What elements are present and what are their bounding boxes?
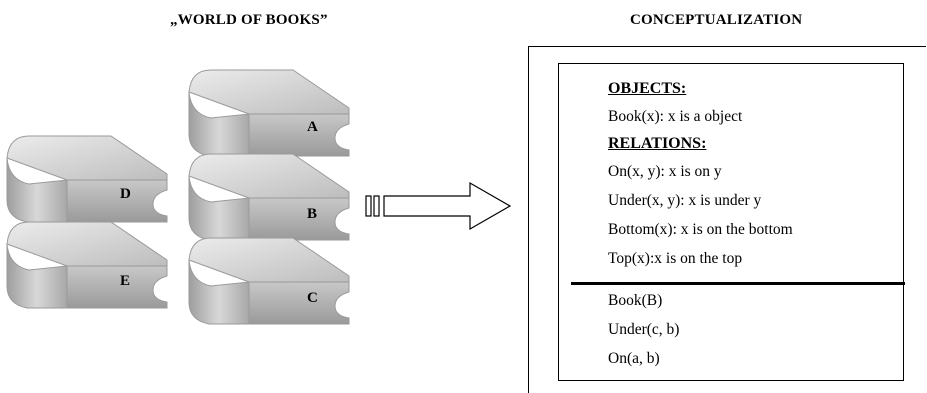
book-c-shape xyxy=(188,237,350,325)
object-definition: Book(x): x is a object xyxy=(608,108,743,125)
book-e-label: E xyxy=(120,273,131,289)
conceptualization-frame xyxy=(528,46,926,393)
book-d-label: D xyxy=(120,186,131,202)
fact-under-c-b: Under(c, b) xyxy=(608,321,680,338)
relations-heading: RELATIONS: xyxy=(608,135,707,152)
book-e: E xyxy=(6,221,168,309)
book-d-shape xyxy=(6,135,168,223)
book-e-shape xyxy=(6,221,168,309)
book-d: D xyxy=(6,135,168,223)
section-divider xyxy=(571,282,905,285)
relation-bottom: Bottom(x): x is on the bottom xyxy=(608,221,793,238)
fact-on-a-b: On(a, b) xyxy=(608,350,660,367)
book-a-label: A xyxy=(307,119,318,135)
objects-heading: OBJECTS: xyxy=(608,80,687,97)
fact-book-b: Book(B) xyxy=(608,292,663,309)
book-c-label: C xyxy=(307,290,318,306)
conceptualization-heading: CONCEPTUALIZATION xyxy=(630,12,803,28)
book-b-shape xyxy=(188,153,350,241)
conceptualization-box xyxy=(558,63,904,381)
relation-on: On(x, y): x is on y xyxy=(608,163,722,180)
right-arrow-icon xyxy=(365,181,512,231)
world-of-books-heading: „WORLD OF BOOKS” xyxy=(170,12,328,28)
book-c: C xyxy=(188,237,350,325)
book-b-label: B xyxy=(307,206,318,222)
book-a-shape xyxy=(188,69,350,157)
relation-under: Under(x, y): x is under y xyxy=(608,192,762,209)
book-b: B xyxy=(188,153,350,241)
book-a: A xyxy=(188,69,350,157)
relation-top: Top(x):x is on the top xyxy=(608,250,743,267)
